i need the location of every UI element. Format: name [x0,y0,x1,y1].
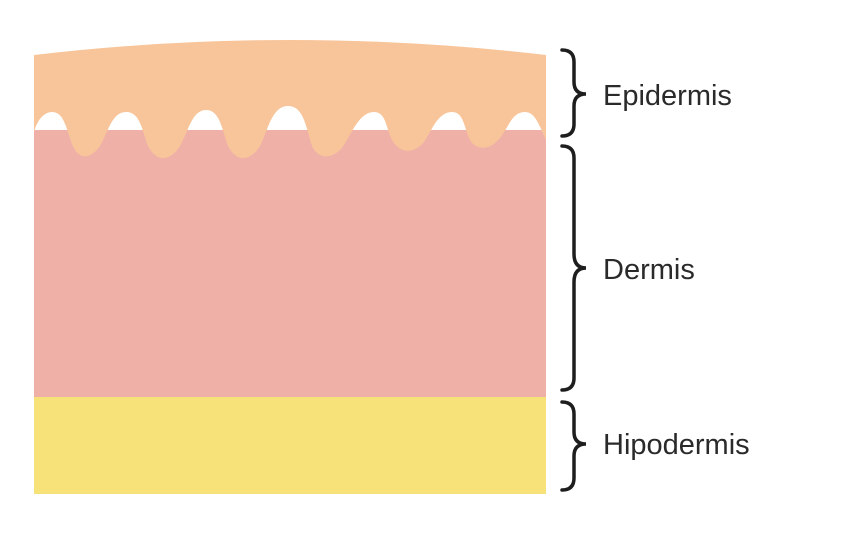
epidermis-bracket [560,48,587,138]
dermis-layer [34,130,546,397]
hipodermis-label: Hipodermis [603,429,750,461]
dermis-label: Dermis [603,254,695,286]
epidermis-layer [34,40,546,158]
dermis-bracket [560,144,587,392]
hipodermis-bracket [560,400,587,492]
hipodermis-layer [34,396,546,494]
epidermis-label: Epidermis [603,80,732,112]
